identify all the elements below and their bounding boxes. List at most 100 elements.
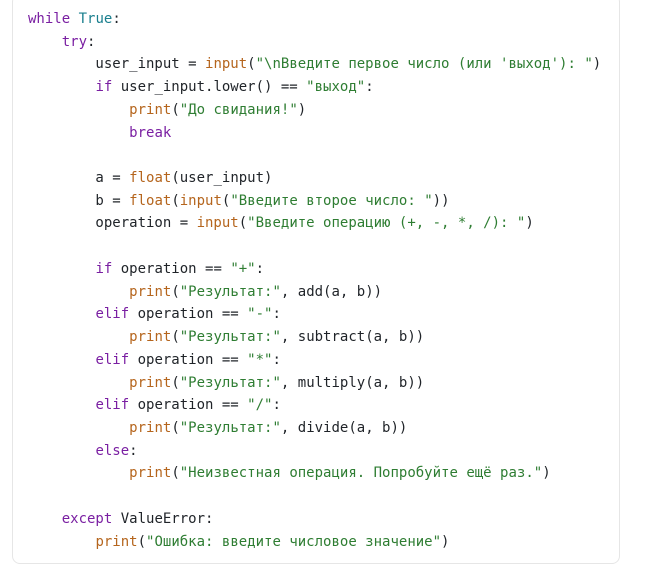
code-token: ( <box>221 192 231 209</box>
code-token: ValueError: <box>112 510 214 527</box>
code-line: if user_input.lower() == "выход": <box>28 76 601 99</box>
code-content[interactable]: while True: try: user_input = input("\nВ… <box>28 8 601 553</box>
code-token: ) <box>592 56 602 73</box>
code-token: "Результат:" <box>179 374 281 391</box>
code-token <box>28 465 129 481</box>
code-line: b = float(input("Введите второе число: "… <box>28 190 601 213</box>
code-line: ​ <box>28 485 601 508</box>
code-token <box>28 352 95 368</box>
code-token: : <box>112 11 121 27</box>
code-line: print("До свидания!") <box>28 99 601 122</box>
code-token: "*" <box>247 351 273 368</box>
code-token: operation = <box>28 215 197 232</box>
code-token: ( <box>171 374 180 391</box>
code-token: "Введите второе число: " <box>230 192 433 209</box>
code-token: , subtract(a, b)) <box>280 329 425 346</box>
code-token: True <box>78 11 113 27</box>
code-token: user_input = <box>28 56 206 73</box>
code-token: ( <box>238 215 248 232</box>
code-line: while True: <box>28 8 601 31</box>
code-line: print("Ошибка: введите числовое значение… <box>28 531 601 554</box>
code-token: ( <box>171 101 180 118</box>
code-token: : <box>129 442 138 459</box>
code-token <box>28 329 129 345</box>
code-token: operation == <box>112 260 231 277</box>
code-token: , add(a, b)) <box>280 283 383 300</box>
code-token <box>28 34 62 50</box>
code-line: try: <box>28 31 601 54</box>
code-token: "Введите операцию (+, -, *, /): " <box>247 215 526 232</box>
code-token: "+" <box>230 260 256 277</box>
code-token: float <box>129 170 172 187</box>
code-token: "Результат:" <box>179 283 281 300</box>
code-token: ( <box>137 533 147 550</box>
code-token: elif <box>95 397 130 414</box>
code-token: b = <box>28 192 130 209</box>
code-line: elif operation == "-": <box>28 303 601 326</box>
code-token: ( <box>171 329 180 346</box>
code-line: print("Результат:", subtract(a, b)) <box>28 326 601 349</box>
code-token: print <box>129 419 172 436</box>
code-token: (user_input) <box>171 170 273 187</box>
code-token: : <box>255 260 265 277</box>
code-token: input <box>196 215 239 232</box>
code-line: print("Результат:", add(a, b)) <box>28 281 601 304</box>
code-token: while <box>28 11 71 27</box>
code-line: print("Результат:", divide(a, b)) <box>28 417 601 440</box>
code-token: "Ошибка: введите числовое значение" <box>146 533 442 550</box>
code-token: : <box>365 79 374 96</box>
code-token <box>28 511 62 527</box>
code-token: "выход" <box>306 79 366 96</box>
code-token: operation == <box>129 397 248 414</box>
code-token <box>28 443 95 459</box>
code-token <box>28 420 129 436</box>
code-line: except ValueError: <box>28 508 601 531</box>
code-token: else <box>95 442 130 459</box>
code-token: ( <box>171 192 180 209</box>
code-token: operation == <box>129 306 248 323</box>
code-token <box>28 534 95 550</box>
code-token: )) <box>432 192 450 209</box>
code-line: else: <box>28 440 601 463</box>
code-line: if operation == "+": <box>28 258 601 281</box>
code-token: print <box>129 283 172 300</box>
code-line: ​ <box>28 144 601 167</box>
code-token <box>28 306 95 322</box>
code-token: ( <box>171 465 180 482</box>
code-token: if <box>95 79 113 96</box>
code-token: float <box>129 192 172 209</box>
code-token: print <box>129 465 172 482</box>
code-token: elif <box>95 306 130 323</box>
code-token: "\nВведите первое число (или 'выход'): " <box>255 56 593 73</box>
code-token: ) <box>297 101 307 118</box>
code-token: except <box>61 510 113 527</box>
code-token: ( <box>247 56 256 73</box>
code-token: input <box>179 192 222 209</box>
code-block: while True: try: user_input = input("\nВ… <box>12 0 620 564</box>
code-token <box>28 261 95 277</box>
code-token: "-" <box>247 306 273 323</box>
code-line: user_input = input("\nВведите первое чис… <box>28 53 601 76</box>
code-token: "Неизвестная операция. Попробуйте ещё ра… <box>179 465 543 482</box>
code-token <box>28 79 95 95</box>
code-token <box>28 125 129 141</box>
code-token <box>28 284 129 300</box>
code-token: ) <box>542 465 551 482</box>
code-line: operation = input("Введите операцию (+, … <box>28 212 601 235</box>
code-line: print("Неизвестная операция. Попробуйте … <box>28 462 601 485</box>
code-token: "До свидания!" <box>179 101 298 118</box>
code-token: if <box>95 260 113 277</box>
code-token <box>28 397 95 413</box>
code-token: try <box>61 33 88 50</box>
code-token: print <box>129 329 172 346</box>
code-line: elif operation == "/": <box>28 394 601 417</box>
code-token <box>70 11 78 27</box>
code-line: a = float(user_input) <box>28 167 601 190</box>
code-token: input <box>205 56 248 73</box>
code-token: , divide(a, b)) <box>280 419 408 436</box>
code-token: : <box>272 351 281 368</box>
code-token: ( <box>171 419 180 436</box>
code-token: print <box>129 374 172 391</box>
code-line: elif operation == "*": <box>28 349 601 372</box>
code-token: : <box>272 397 281 414</box>
